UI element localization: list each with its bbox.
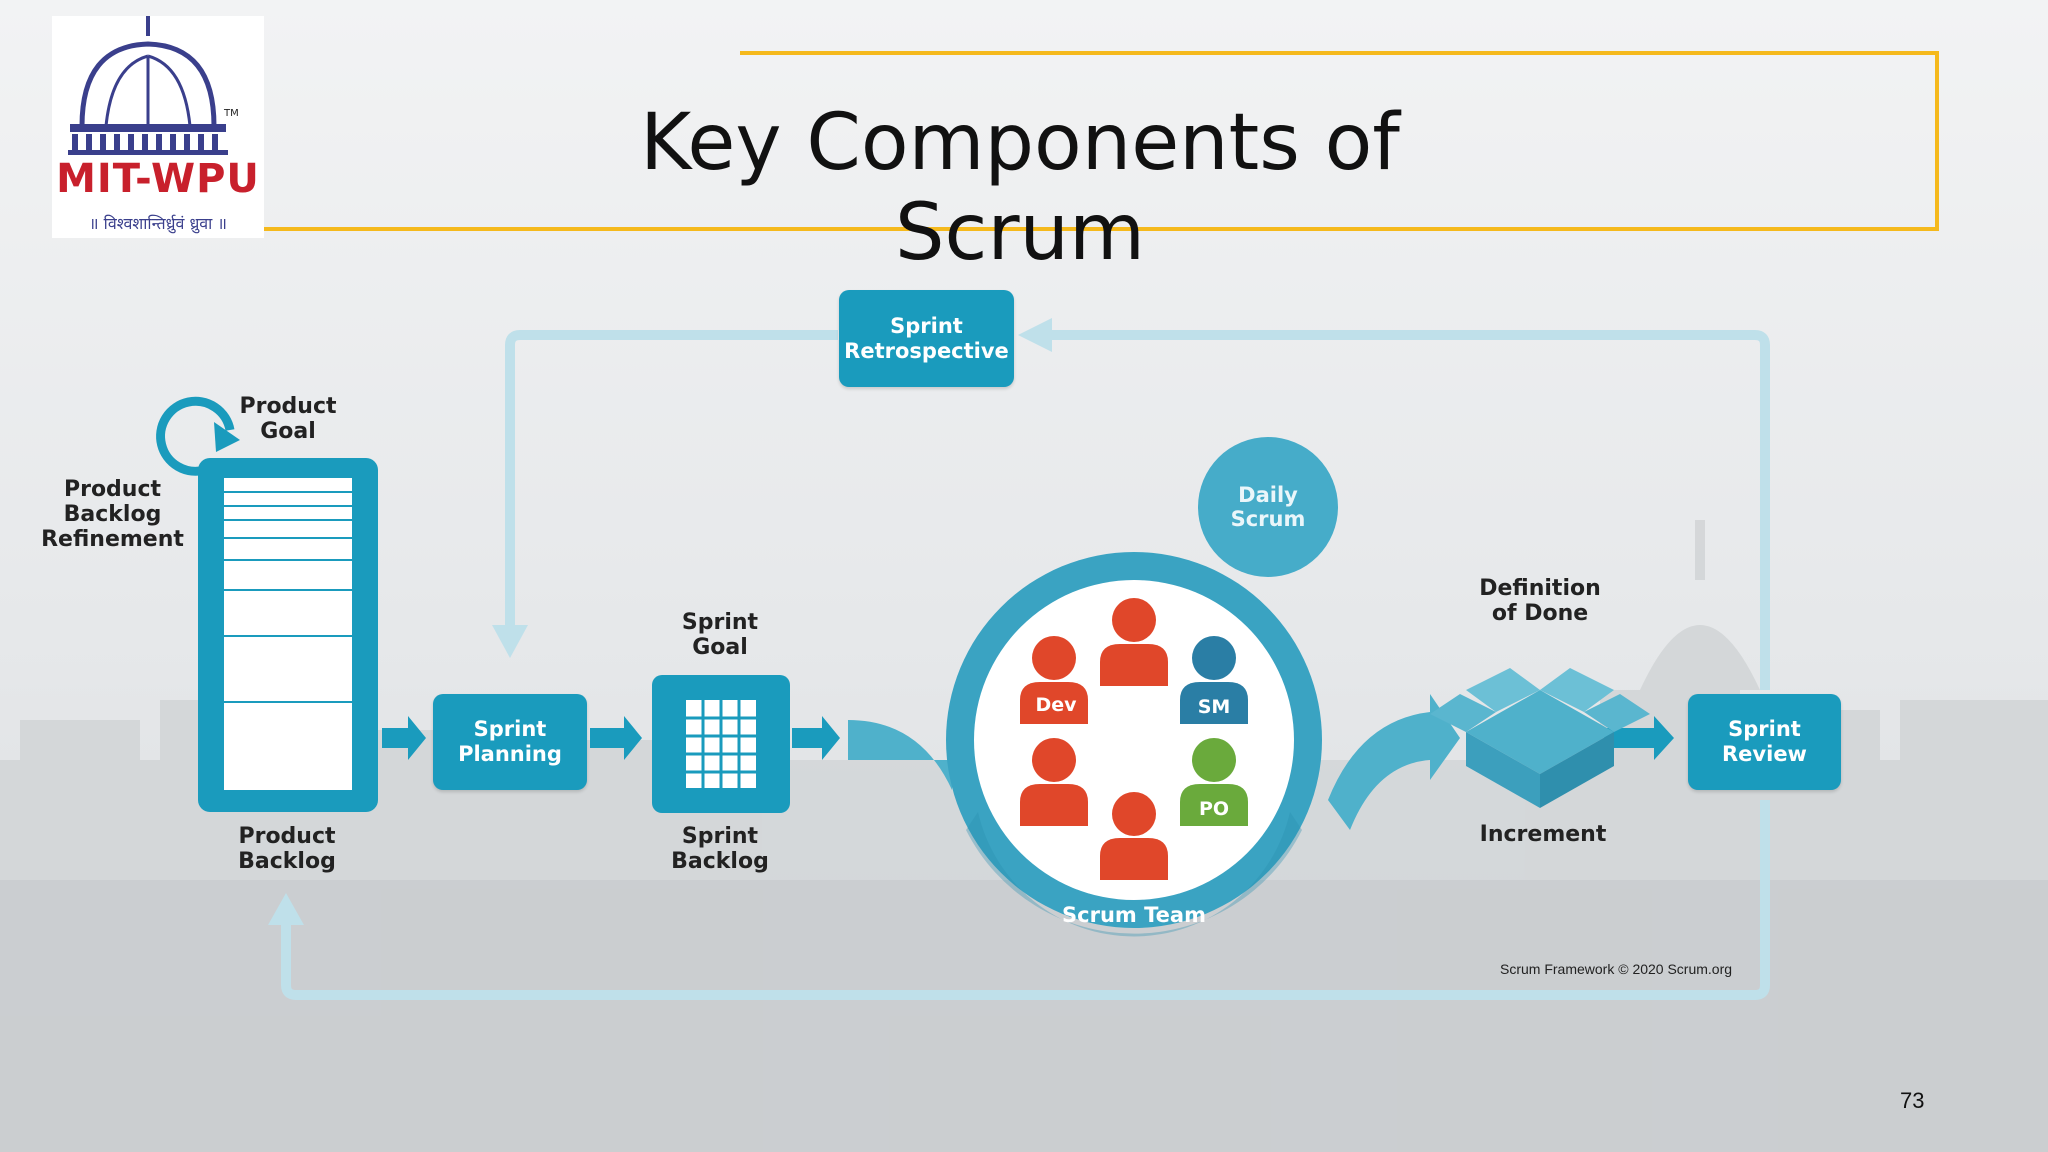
arrow-planning-to-sprint-backlog: [590, 716, 642, 760]
copyright-note: Scrum Framework © 2020 Scrum.org: [1500, 961, 1733, 977]
arrow-into-retrospective: [1018, 318, 1052, 352]
title-frame: [740, 51, 1939, 231]
mit-wpu-logo: TM MIT-WPU ॥ विश्वशान्तिर्ध्रुवं ध्रुवा …: [52, 16, 264, 238]
team-member-sm: [1180, 636, 1248, 724]
dev-role-tag: Dev: [1035, 694, 1077, 716]
product-backlog-label: Product Backlog: [238, 824, 336, 874]
dome-logo-icon: [68, 16, 228, 155]
arrow-into-backlog: [268, 893, 304, 925]
arrow-increment-to-review: [1604, 716, 1674, 760]
refinement-cycle-icon: [156, 396, 235, 476]
definition-of-done-label: Definition of Done: [1479, 576, 1601, 626]
sprint-planning-box: Sprint Planning: [433, 694, 587, 790]
sprint-retrospective-box: Sprint Retrospective: [839, 290, 1014, 387]
review-to-backlog-loop-line: [281, 800, 1770, 1000]
arrow-sprint-backlog-to-team: [792, 716, 840, 760]
increment-box-icon: [1430, 668, 1650, 808]
increment-label: Increment: [1479, 822, 1607, 847]
scrum-team-label: Scrum Team: [1062, 903, 1206, 927]
logo-name: MIT-WPU: [56, 156, 260, 202]
sprint-goal-label: Sprint Goal: [681, 610, 759, 660]
curve-out-of-scrum-team: [1328, 694, 1460, 830]
team-member-dev-4: [1100, 792, 1168, 880]
daily-scrum-circle: Daily Scrum: [1198, 437, 1338, 577]
retrospective-loop-line: [1040, 330, 1770, 690]
curve-into-scrum-team: [848, 720, 952, 790]
team-member-dev-1: [1020, 636, 1088, 724]
backlog-refinement-label: Product Backlog Refinement: [41, 477, 184, 552]
po-role-tag: PO: [1198, 798, 1230, 820]
logo-tagline: ॥ विश्वशान्तिर्ध्रुवं ध्रुवा ॥: [89, 214, 227, 233]
sprint-backlog-label: Sprint Backlog: [671, 824, 769, 874]
page-number: 73: [1900, 1088, 1925, 1113]
arrow-into-planning: [492, 625, 528, 658]
retro-to-planning-line: [505, 330, 838, 630]
sprint-review-box: Sprint Review: [1688, 694, 1841, 790]
title-underline: [264, 227, 744, 231]
team-member-po: [1180, 738, 1248, 826]
product-goal-label: Product Goal: [239, 394, 337, 444]
slide-title: Key Components of Scrum: [640, 98, 1400, 278]
arrow-backlog-to-planning: [382, 716, 426, 760]
sm-role-tag: SM: [1197, 696, 1231, 718]
team-member-dev-2: [1100, 598, 1168, 686]
team-member-dev-3: [1020, 738, 1088, 826]
trademark-mark: TM: [224, 108, 239, 119]
